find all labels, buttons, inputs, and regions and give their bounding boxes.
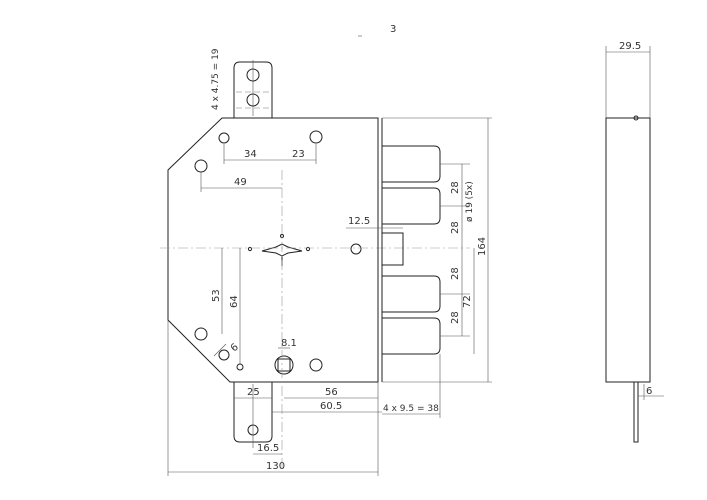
dim-28-a: 28: [450, 181, 461, 194]
dim-6-leader: [213, 343, 227, 357]
pin-hole-left: [247, 246, 253, 252]
dim-6-left: 6: [229, 342, 241, 355]
dim-28-d: 28: [450, 311, 461, 324]
side-view-spindle: [633, 381, 639, 443]
dim-25: 25: [247, 387, 260, 398]
dim-8-1: 8.1: [281, 338, 297, 349]
fixing-hole-bottom-left: [218, 349, 230, 361]
fixing-hole-top-right: [309, 130, 323, 144]
dim-tab-bolt-spacing: 4 x 4.75 = 19: [211, 48, 221, 110]
dim-34: 34: [244, 149, 257, 160]
follower-square: [277, 358, 291, 372]
lock-body-outline: [167, 117, 379, 383]
bolt-1: [382, 145, 441, 183]
fixing-hole-left-upper: [194, 159, 208, 173]
fixing-hole-bottom-right: [309, 358, 323, 372]
dim-60-5: 60.5: [320, 401, 342, 412]
dim-56: 56: [325, 387, 338, 398]
side-view-body: [605, 117, 651, 383]
bolt-4: [382, 317, 441, 355]
keyhole: [261, 243, 303, 257]
dim-72: 72: [462, 295, 473, 308]
header-mark: 3: [390, 24, 396, 35]
dim-130: 130: [266, 461, 285, 472]
dim-bolt-travel: 4 x 9.5 = 38: [383, 404, 439, 414]
bolt-3: [382, 275, 441, 313]
dim-bolt-diameter: ø 19 (5x): [465, 181, 475, 222]
follower-ring: [274, 355, 294, 375]
pin-hole-right: [305, 246, 311, 252]
lock-front-view: [160, 60, 470, 470]
dim-6-right: 6: [646, 386, 652, 397]
dim-28-c: 28: [450, 267, 461, 280]
dimension-lines: 4 x 4.75 = 19 34 23 49 12.5 28 28 28 28 …: [167, 48, 492, 476]
bolt-2: [382, 187, 441, 225]
dim-53: 53: [211, 289, 222, 302]
side-view-mark: [633, 115, 639, 121]
dim-28-b: 28: [450, 221, 461, 234]
dim-64: 64: [229, 295, 240, 308]
fixing-hole-center-right: [350, 243, 362, 255]
fixing-hole-top-left: [218, 132, 230, 144]
dim-29-5: 29.5: [619, 41, 641, 52]
lock-side-view: 29.5 6: [605, 41, 664, 443]
dim-49: 49: [234, 177, 247, 188]
dim-16-5: 16.5: [257, 443, 279, 454]
dim-12-5: 12.5: [348, 216, 370, 227]
latch-bolt: [382, 232, 404, 266]
fixing-hole-left-lower: [194, 327, 208, 341]
dim-23: 23: [292, 149, 305, 160]
dim-164: 164: [477, 237, 488, 256]
